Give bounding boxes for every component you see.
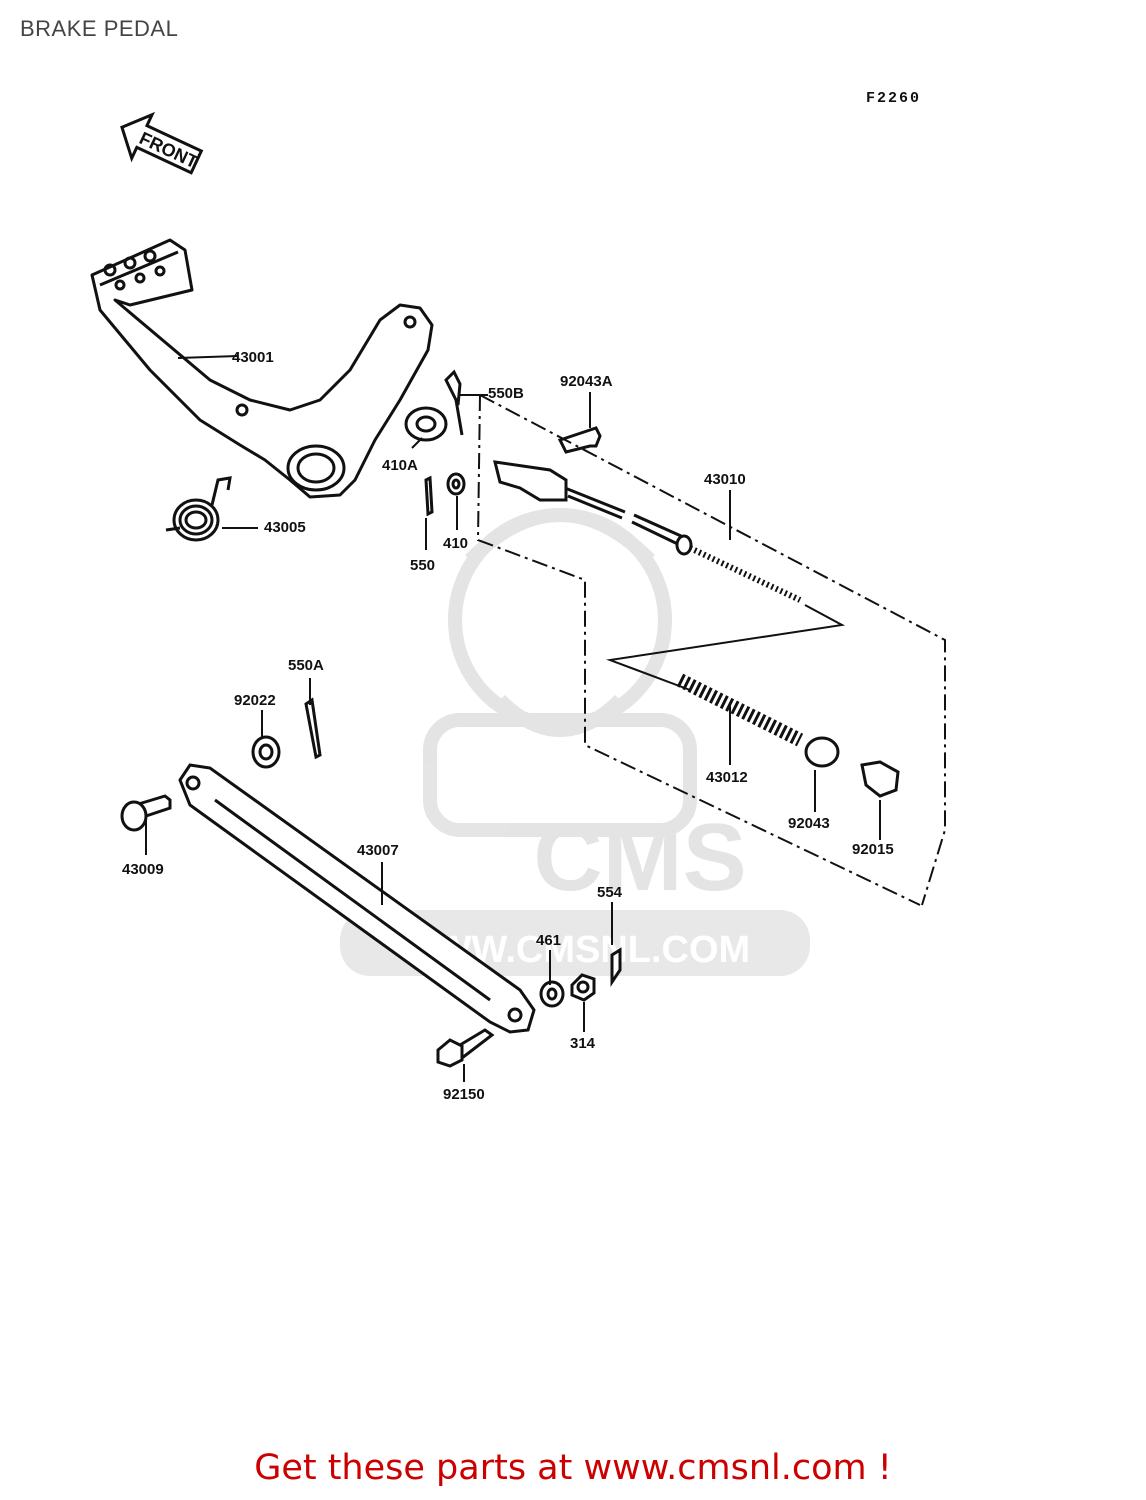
bolt-nut-hardware bbox=[436, 947, 622, 1068]
part-label: 92043A bbox=[560, 373, 613, 390]
part-label: 92022 bbox=[234, 692, 276, 709]
front-arrow-icon: FRONT bbox=[120, 111, 204, 175]
part-label: 43009 bbox=[122, 861, 164, 878]
part-label: 43007 bbox=[357, 842, 399, 859]
watermark-brand: CMS bbox=[533, 804, 746, 911]
part-label: 410 bbox=[443, 535, 468, 552]
part-label: 410A bbox=[382, 457, 418, 474]
brake-rod bbox=[178, 763, 536, 1034]
part-label: 550A bbox=[288, 657, 324, 674]
clevis-pin bbox=[120, 794, 172, 832]
part-label: 43005 bbox=[264, 519, 306, 536]
part-label: 554 bbox=[597, 884, 623, 901]
page-title: BRAKE PEDAL bbox=[20, 16, 179, 41]
assembly-outline bbox=[476, 394, 946, 906]
part-label: 92015 bbox=[852, 841, 894, 858]
part-label: 43012 bbox=[706, 769, 748, 786]
brake-pedal-arm bbox=[90, 238, 434, 499]
part-label: 92150 bbox=[443, 1086, 485, 1103]
part-label: 314 bbox=[570, 1035, 596, 1052]
watermark-mascot bbox=[423, 508, 697, 837]
watermark: CMS WWW.CMSNL.COM bbox=[340, 508, 810, 976]
part-label: 92043 bbox=[788, 815, 830, 832]
leader-lines bbox=[145, 355, 881, 1082]
return-spring bbox=[165, 476, 232, 542]
part-label: 550 bbox=[410, 557, 435, 574]
part-label: 43010 bbox=[704, 471, 746, 488]
part-label: 550B bbox=[488, 385, 524, 402]
brake-rod-assembly bbox=[493, 460, 900, 798]
promo-link[interactable]: Get these parts at www.cmsnl.com ! bbox=[254, 1448, 892, 1488]
part-label: 43001 bbox=[232, 349, 274, 366]
figure-code: F2260 bbox=[866, 90, 921, 107]
part-label: 461 bbox=[536, 932, 561, 949]
part-labels: 43001 550B 92043A 410A 410 550 43005 430… bbox=[122, 349, 894, 1103]
